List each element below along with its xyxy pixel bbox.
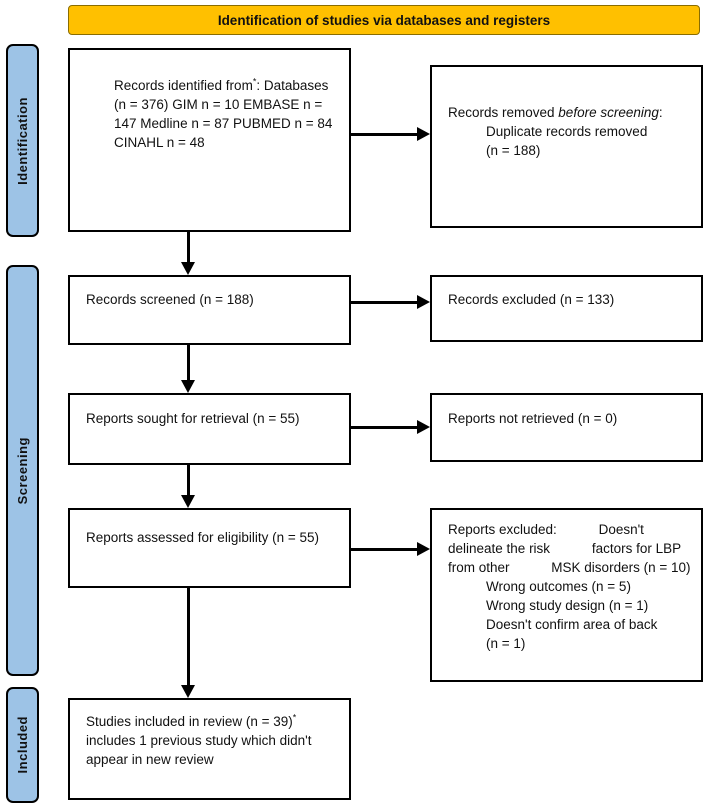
arrowhead-assessed-to-included [181, 685, 195, 698]
records-identified-title-colon: : [256, 78, 261, 93]
stage-label-identification: Identification [15, 96, 30, 185]
arrowhead-screened-to-sought [181, 380, 195, 393]
studies-included-note-part1: includes 1 previous [86, 733, 202, 748]
studies-included-note-part3: review [174, 752, 214, 767]
exclusion-reason-line: Doesn't confirm area of back [486, 617, 658, 632]
db-count-embase: EMBASE n = 147 [114, 97, 323, 131]
box-records-screened: Records screened (n = 188) [68, 275, 351, 345]
db-count-databases: Databases (n = 376) [114, 78, 329, 112]
box-reports-sought: Reports sought for retrieval (n = 55) [68, 393, 351, 465]
duplicate-records-line: Duplicate records removed [486, 124, 648, 139]
arrow-sought-to-not-retrieved [351, 426, 418, 429]
box-records-excluded: Records excluded (n = 133) [430, 275, 703, 342]
banner-label: Identification of studies via databases … [217, 12, 551, 28]
stage-tab-included: Included [6, 687, 39, 803]
studies-included-note-part2: study which didn't appear in new [86, 733, 312, 767]
arrowhead-screened-to-excluded [417, 295, 430, 309]
arrow-identified-to-screened [187, 232, 190, 264]
reports-sought-label: Reports sought for retrieval [86, 411, 249, 426]
stage-tab-identification: Identification [6, 44, 39, 237]
stage-label-included: Included [15, 716, 30, 774]
reports-not-retrieved-label: Reports not retrieved [448, 411, 575, 426]
records-removed-text: Records removed [448, 105, 559, 120]
arrowhead-sought-to-assessed [181, 495, 195, 508]
arrow-sought-to-assessed [187, 465, 190, 497]
arrow-assessed-to-included [187, 588, 190, 687]
db-count-pubmed: PUBMED n = 84 [233, 116, 333, 131]
exclusion-reason-line: MSK disorders (n = 10) [551, 560, 691, 575]
records-removed-colon: : [658, 105, 663, 120]
records-excluded-count: (n = 133) [559, 292, 615, 307]
footnote-marker: * [292, 712, 297, 723]
records-removed-screening-italic: screening [600, 105, 659, 120]
reports-assessed-count: (n = 55) [272, 530, 320, 545]
stage-tab-screening: Screening [6, 265, 39, 676]
footnote-marker: * [252, 76, 257, 87]
arrowhead-assessed-to-excluded-reasons [417, 542, 430, 556]
db-count-gim: GIM n = 10 [172, 97, 240, 112]
arrow-screened-to-excluded [351, 301, 418, 304]
studies-included-count: (n = 39) [245, 714, 293, 729]
records-excluded-label: Records excluded [448, 292, 557, 307]
records-screened-label: Records screened [86, 292, 196, 307]
records-removed-before-italic: before [558, 105, 597, 120]
db-count-cinahl: CINAHL n = 48 [114, 135, 205, 150]
box-reports-not-retrieved: Reports not retrieved (n = 0) [430, 393, 703, 462]
records-screened-count: (n = 188) [199, 292, 254, 307]
records-removed-title-line2: screening: [600, 105, 662, 120]
exclusion-reason-line: Wrong study design (n = 1) [486, 598, 649, 613]
arrowhead-identified-to-removed [417, 127, 430, 141]
box-records-identified: Records identified from*: Databases (n =… [68, 48, 351, 232]
reports-excluded-title: Reports excluded: [448, 522, 557, 537]
arrow-identified-to-removed [351, 133, 418, 136]
records-identified-title-text: Records identified from [114, 78, 253, 93]
arrowhead-sought-to-not-retrieved [417, 420, 430, 434]
db-count-medline: Medline n = 87 [140, 116, 230, 131]
records-removed-title-line1: Records removed before [448, 105, 600, 120]
reports-not-retrieved-count: (n = 0) [577, 411, 618, 426]
exclusion-reason-line: factors for LBP from other [448, 541, 681, 575]
box-records-removed: Records removed before screening: Duplic… [430, 65, 703, 228]
banner-identification-via-databases: Identification of studies via databases … [68, 5, 700, 35]
box-reports-assessed: Reports assessed for eligibility (n = 55… [68, 508, 351, 588]
stage-label-screening: Screening [15, 436, 30, 505]
box-studies-included: Studies included in review (n = 39)* inc… [68, 698, 351, 800]
reports-assessed-label: Reports assessed for eligibility [86, 530, 269, 545]
arrow-screened-to-sought [187, 345, 190, 382]
studies-included-label: Studies included in review [86, 714, 243, 729]
exclusion-reason-line: (n = 1) [486, 636, 526, 651]
exclusion-reason-line: Wrong outcomes (n = 5) [486, 579, 631, 594]
exclusion-reason-line: Doesn't delineate the risk [448, 522, 644, 556]
studies-included-count-line: (n = 39)* includes 1 previous [86, 712, 297, 748]
reports-sought-count: (n = 55) [252, 411, 300, 426]
box-reports-excluded-reasons: Reports excluded: Doesn't delineate the … [430, 508, 703, 682]
duplicate-records-count: (n = 188) [486, 143, 541, 158]
arrowhead-identified-to-screened [181, 262, 195, 275]
arrow-assessed-to-excluded-reasons [351, 548, 418, 551]
records-identified-title: Records identified from*: [114, 76, 264, 93]
